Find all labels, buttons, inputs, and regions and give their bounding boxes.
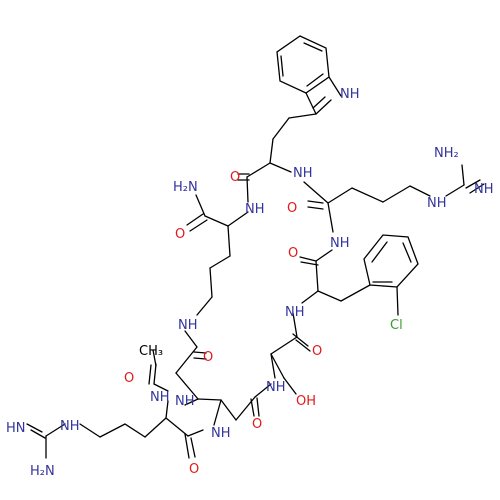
- atom-oh-ser: OH: [296, 394, 316, 409]
- atom-nh-guanidine-bottom-link: NH: [60, 419, 80, 434]
- bond-lines: [26, 35, 485, 459]
- atom-nh-indole: NH: [340, 87, 360, 102]
- atom-nh-trp: NH: [293, 166, 313, 181]
- atom-o-amide-c: O: [175, 227, 185, 242]
- atom-nh-phe: NH: [285, 305, 305, 320]
- atom-o-lactam: O: [203, 350, 213, 365]
- atom-nh-ser: NH: [266, 380, 286, 395]
- atom-nh-guanidine-top-right: NH: [474, 182, 494, 197]
- atom-o-dap: O: [252, 417, 262, 432]
- atom-o-arg-top: O: [287, 201, 297, 216]
- atom-nh-dap-left: NH: [175, 394, 195, 409]
- atom-hn-guanidine-bottom: HN: [6, 421, 26, 436]
- atom-nh2-guanidine-top: NH₂: [434, 146, 459, 161]
- atom-o-phe: O: [288, 246, 298, 261]
- atom-o-arg-bottom: O: [189, 462, 199, 477]
- atom-nh-arg-top: NH: [330, 236, 350, 251]
- atom-h2n-amide: H₂N: [173, 180, 198, 195]
- atom-nh-acetyl: NH: [150, 390, 170, 405]
- atom-o-ser: O: [312, 344, 322, 359]
- atom-labels: NH NH₂ NH NH NH O H₂N O NH O NH O NH Cl …: [6, 87, 494, 479]
- atom-nh-guanidine-top-link: NH: [427, 196, 447, 211]
- atom-nh-dap: NH: [211, 426, 231, 441]
- atom-nh-lys: NH: [245, 202, 265, 217]
- atom-ch3: CH₃: [139, 344, 163, 359]
- atom-cl: Cl: [390, 318, 403, 333]
- atom-nh-side-chain: NH: [178, 318, 198, 333]
- atom-h2n-guanidine-bottom: H₂N: [30, 464, 55, 479]
- atom-o-acetyl: O: [124, 371, 134, 386]
- atom-o-trp: O: [230, 170, 240, 185]
